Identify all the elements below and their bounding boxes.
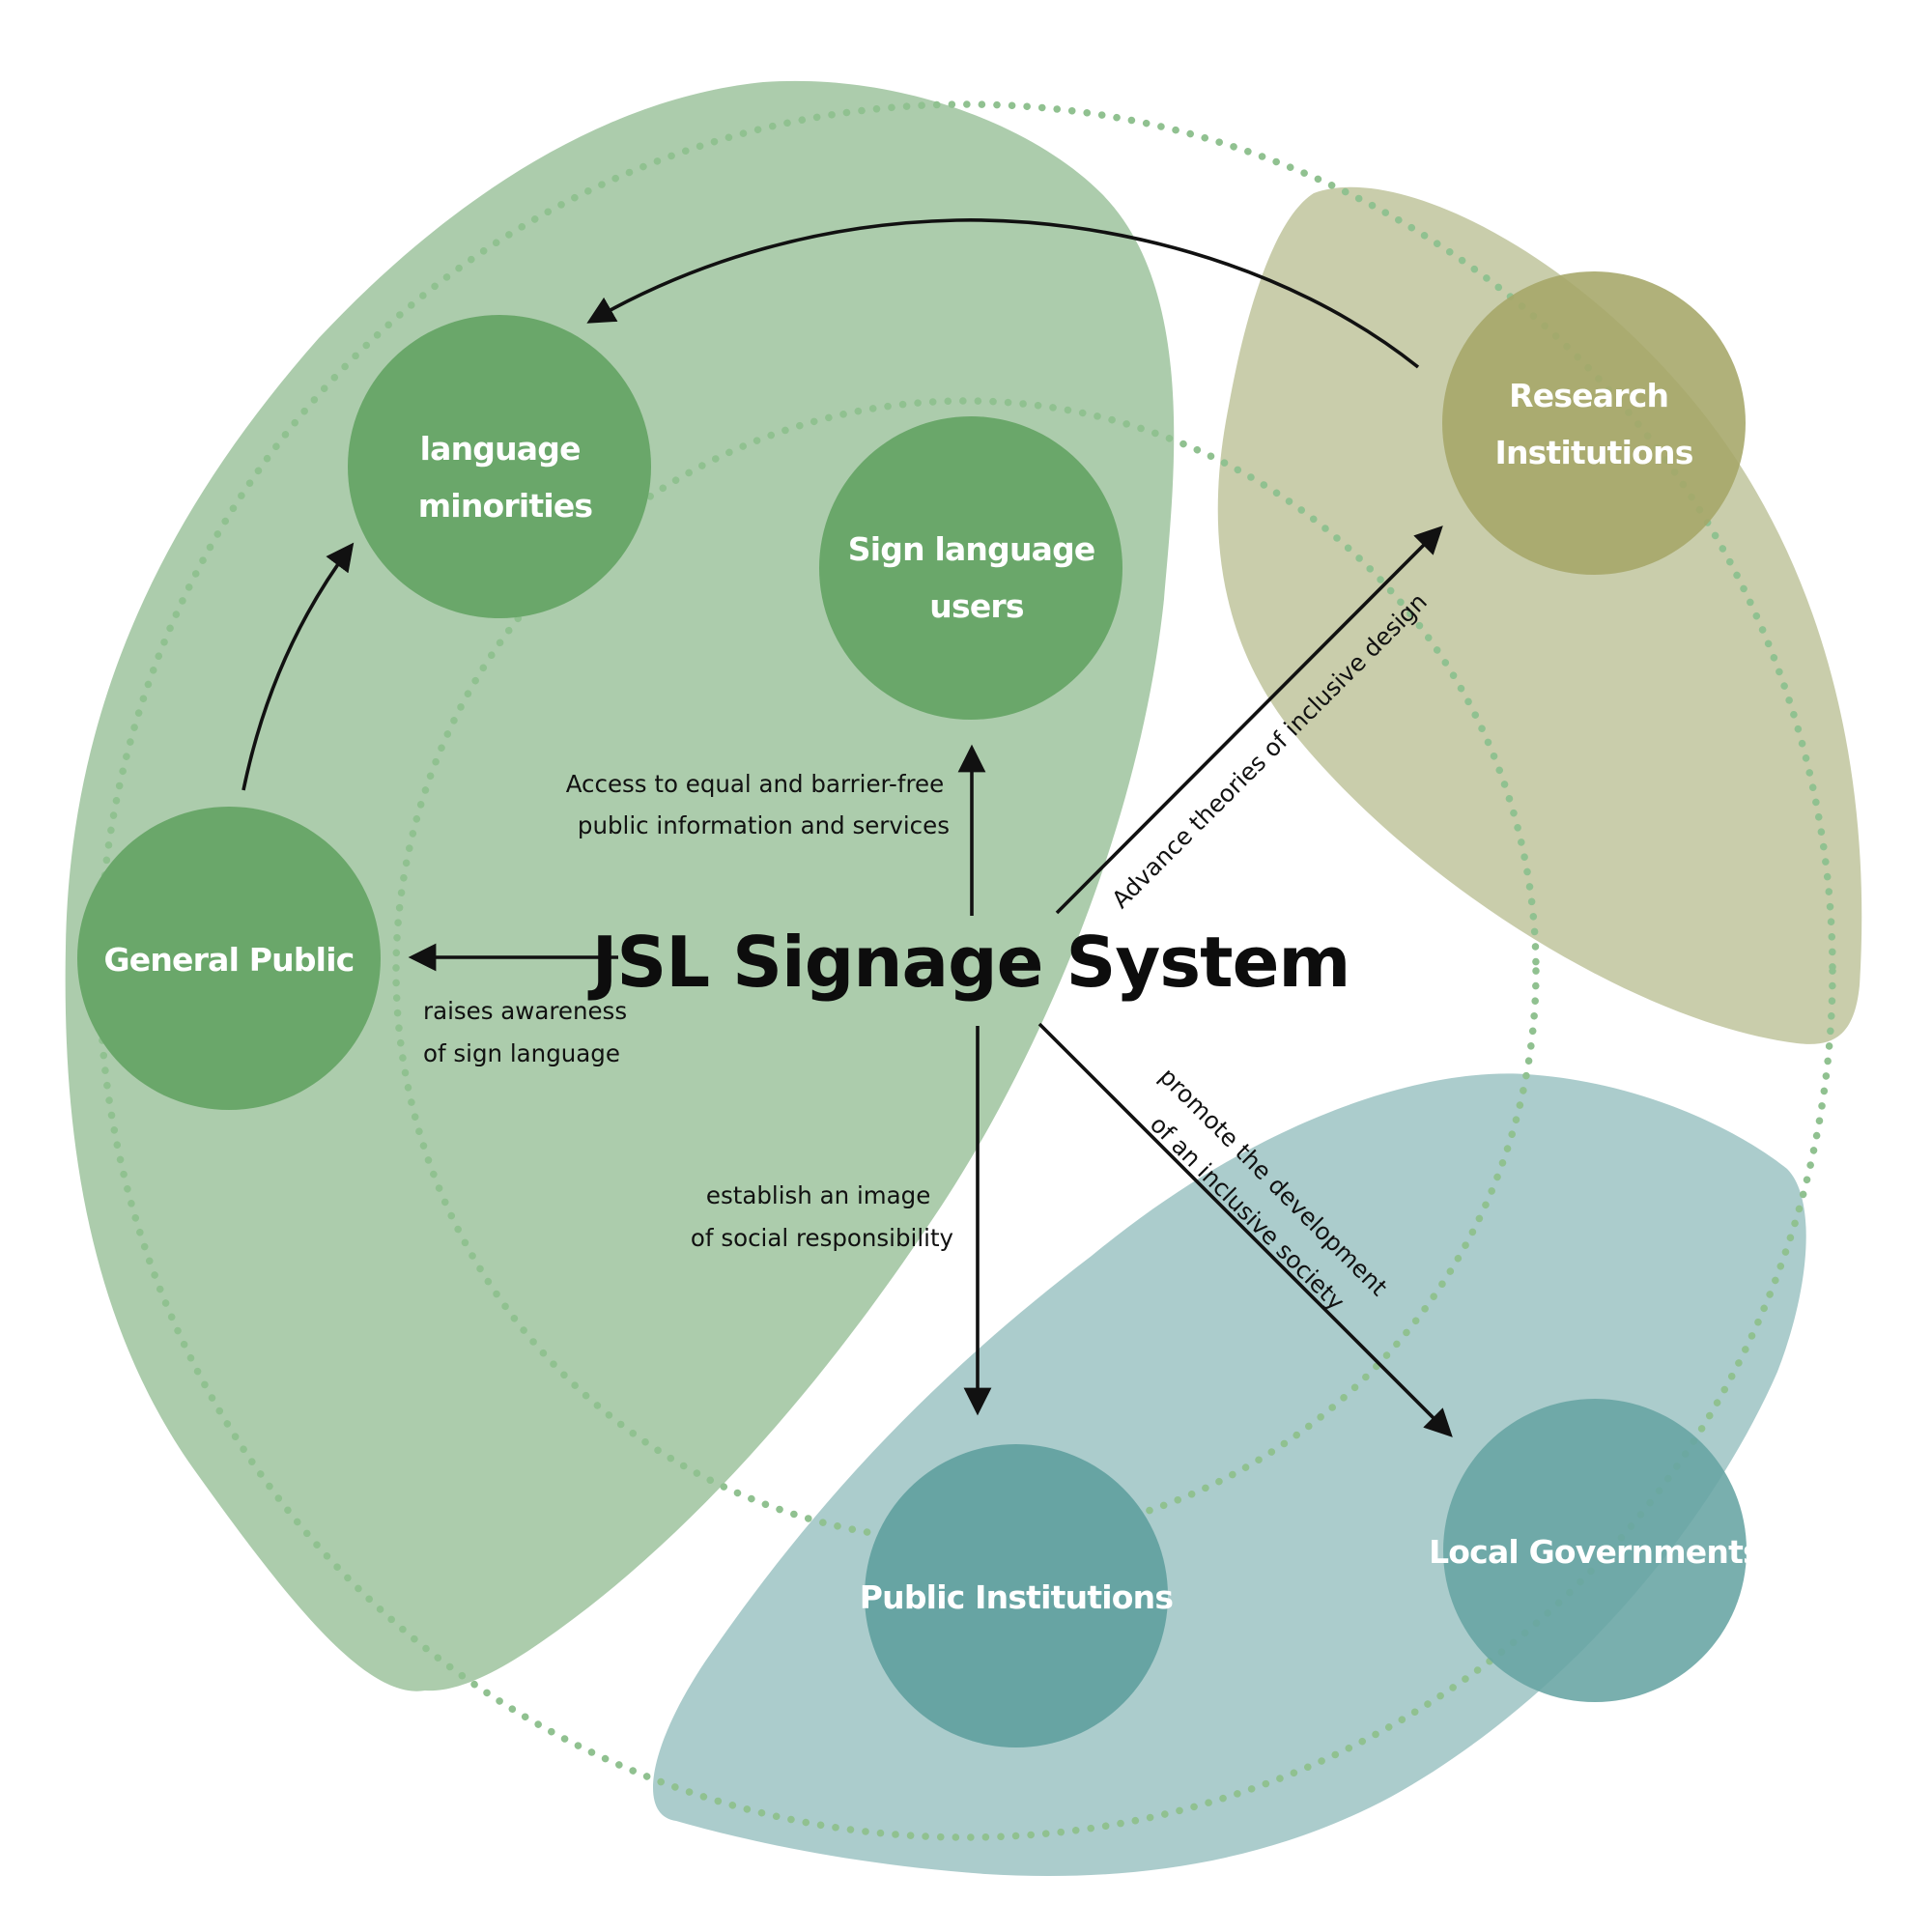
edge-label-general-public: raises awareness of sign language bbox=[423, 997, 635, 1067]
node-language-minorities[interactable]: language minorities bbox=[348, 315, 651, 618]
svg-text:Public Institutions: Public Institutions bbox=[860, 1578, 1174, 1616]
edge-label-line: of sign language bbox=[423, 1039, 620, 1067]
node-label-line: Institutions bbox=[1494, 434, 1692, 471]
inner-dotted-ring bbox=[392, 397, 1540, 1545]
outer-dotted-ring bbox=[96, 100, 1836, 1841]
edge-label-line: Access to equal and barrier-free bbox=[566, 770, 945, 798]
node-circle bbox=[1443, 1399, 1747, 1702]
svg-text:General Public: General Public bbox=[104, 941, 355, 979]
edge-label-line: of social responsibility bbox=[691, 1224, 953, 1252]
edge-label-line: establish an image bbox=[706, 1181, 930, 1209]
node-circle bbox=[819, 416, 1122, 720]
svg-text:Sign language users: Sign language users bbox=[848, 530, 1105, 625]
node-circle bbox=[77, 807, 381, 1110]
node-label-line: language bbox=[420, 430, 581, 468]
edge-label-line: public information and services bbox=[578, 811, 950, 839]
arrow-to-research-institutions bbox=[1055, 526, 1443, 915]
node-sign-language-users[interactable]: Sign language users bbox=[819, 416, 1122, 720]
svg-text:Research Institutions: Research Institutions bbox=[1494, 377, 1692, 471]
node-label-line: minorities bbox=[418, 487, 593, 525]
arrow-to-local-governments bbox=[1037, 1022, 1453, 1437]
arrow-general-public-to-language-minorities bbox=[242, 542, 355, 791]
edge-label-sign-language-users: Access to equal and barrier-free public … bbox=[566, 770, 952, 839]
node-circle bbox=[865, 1444, 1168, 1747]
node-circle bbox=[1442, 271, 1746, 575]
center-title: JSL Signage System bbox=[587, 922, 1350, 1003]
arrow-research-to-language-minorities bbox=[586, 218, 1420, 369]
svg-text:language minorities: language minorities bbox=[418, 430, 593, 525]
edge-label-line: raises awareness bbox=[423, 997, 627, 1025]
node-research-institutions[interactable]: Research Institutions bbox=[1442, 271, 1746, 575]
node-general-public[interactable]: General Public bbox=[77, 807, 381, 1110]
node-circle bbox=[348, 315, 651, 618]
node-label-line: Local Governments bbox=[1429, 1533, 1761, 1571]
svg-text:Local Governments: Local Governments bbox=[1429, 1533, 1761, 1571]
node-label-line: users bbox=[929, 587, 1024, 625]
node-label-line: Research bbox=[1509, 377, 1668, 414]
node-label-line: General Public bbox=[104, 941, 355, 979]
olive-region bbox=[1217, 186, 1862, 1044]
node-public-institutions[interactable]: Public Institutions bbox=[860, 1444, 1174, 1747]
node-label-line: Sign language bbox=[848, 530, 1095, 568]
edge-label-public-institutions: establish an image of social responsibil… bbox=[691, 1181, 953, 1252]
node-local-governments[interactable]: Local Governments bbox=[1429, 1399, 1762, 1702]
node-label-line: Public Institutions bbox=[860, 1578, 1174, 1616]
